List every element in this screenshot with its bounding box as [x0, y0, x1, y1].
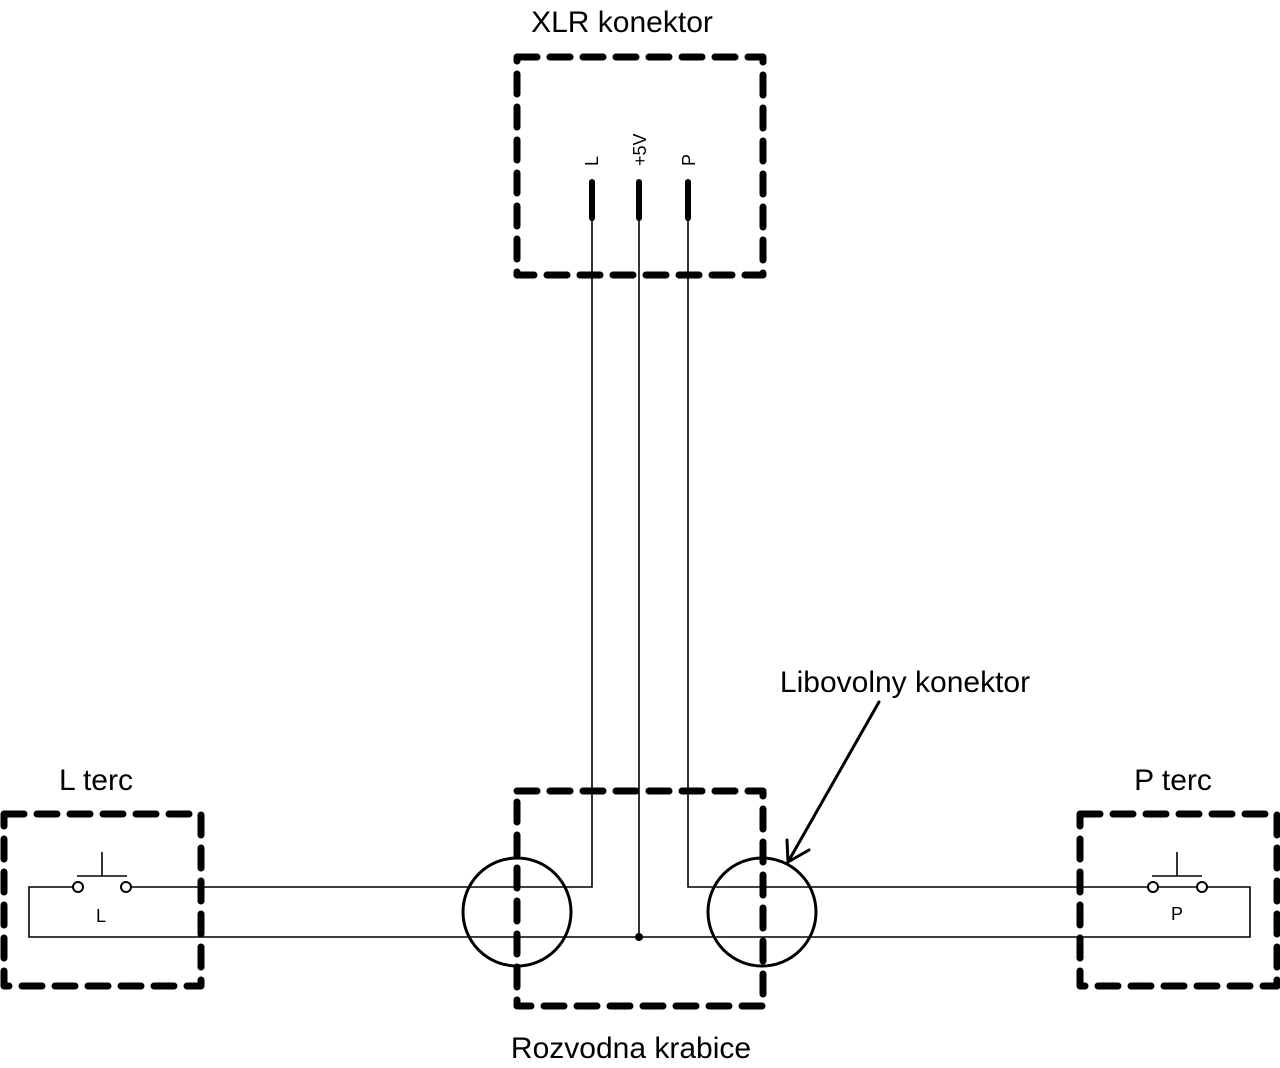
p-target: P terc P: [1076, 764, 1280, 990]
junction-dot: [635, 933, 643, 941]
arrow-head: [785, 838, 811, 864]
connector-right: [706, 856, 818, 968]
any-connector-annotation: Libovolny konektor: [780, 666, 1030, 864]
l-target: L terc L: [0, 764, 205, 990]
l-target-label: L terc: [59, 764, 133, 797]
connector-left: [461, 856, 573, 968]
wire-p: [687, 218, 1197, 888]
l-switch-label: L: [96, 906, 106, 926]
xlr-connector: XLR konektor L +5V P: [513, 6, 767, 279]
pin-p-label: P: [679, 154, 699, 166]
any-connector-label: Libovolny konektor: [780, 666, 1030, 699]
junction-box-outline: [513, 787, 767, 1010]
p-switch-label: P: [1171, 904, 1183, 924]
p-switch-terminal-b: [1196, 881, 1208, 893]
junction-box: Rozvodna krabice: [461, 787, 818, 1065]
junction-box-label: Rozvodna krabice: [511, 1032, 751, 1065]
pin-5v-label: +5V: [630, 133, 650, 166]
l-switch-terminal-a: [72, 881, 84, 893]
p-target-box: [1076, 810, 1280, 990]
l-target-box: [0, 810, 205, 990]
pin-l-label: L: [582, 156, 602, 166]
p-target-label: P terc: [1134, 764, 1212, 797]
wire-l: [130, 218, 593, 888]
xlr-connector-label: XLR konektor: [531, 6, 713, 39]
arrow-line: [786, 700, 881, 864]
l-switch-terminal-b: [120, 881, 132, 893]
p-switch-terminal-a: [1147, 881, 1159, 893]
